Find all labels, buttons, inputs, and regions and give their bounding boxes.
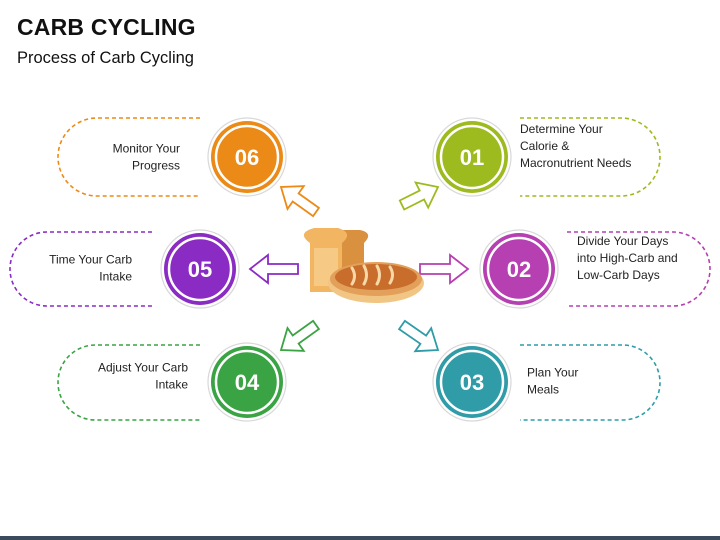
step-number: 02 (507, 257, 531, 282)
step-label-line: Time Your Carb (49, 253, 132, 267)
step-label-line: Intake (99, 270, 132, 284)
step-outline (520, 117, 661, 197)
step-02: 02 Divide Your Days into High-Carb andLow-… (479, 229, 711, 309)
step-label-line: Monitor Your (113, 142, 180, 156)
step-number: 06 (235, 145, 259, 170)
arrow-to-step-03 (397, 319, 440, 353)
step-number: 05 (188, 257, 212, 282)
step-label-line: into High-Carb and (577, 251, 678, 265)
step-label-line: Plan Your (527, 366, 578, 380)
bread-icon (303, 228, 424, 303)
step-number: 04 (235, 370, 260, 395)
step-number: 03 (460, 370, 484, 395)
step-label-line: Determine Your (520, 122, 603, 136)
step-label-line: Adjust Your Carb (98, 361, 188, 375)
step-outline (57, 344, 200, 421)
page-subtitle: Process of Carb Cycling (17, 49, 194, 67)
step-label-line: Calorie & (520, 139, 569, 153)
step-label-line: Intake (155, 378, 188, 392)
arrow-to-step-04 (279, 319, 321, 352)
page-title: CARB CYCLING (17, 14, 196, 40)
step-number: 01 (460, 145, 484, 170)
footer-bar (0, 536, 720, 540)
step-outline (567, 231, 711, 307)
step-label-line: Macronutrient Needs (520, 156, 631, 170)
step-label-line: Divide Your Days (577, 234, 668, 248)
arrow-to-step-05 (248, 253, 299, 285)
step-outline (9, 231, 152, 307)
step-label-line: Meals (527, 383, 559, 397)
arrow-to-step-01 (398, 181, 440, 211)
step-label-line: Low-Carb Days (577, 268, 660, 282)
arrow-to-step-06 (279, 185, 321, 218)
step-outline (57, 117, 200, 197)
step-label-line: Progress (132, 159, 180, 173)
step-outline (520, 344, 661, 421)
arrow-to-step-02 (419, 253, 470, 285)
